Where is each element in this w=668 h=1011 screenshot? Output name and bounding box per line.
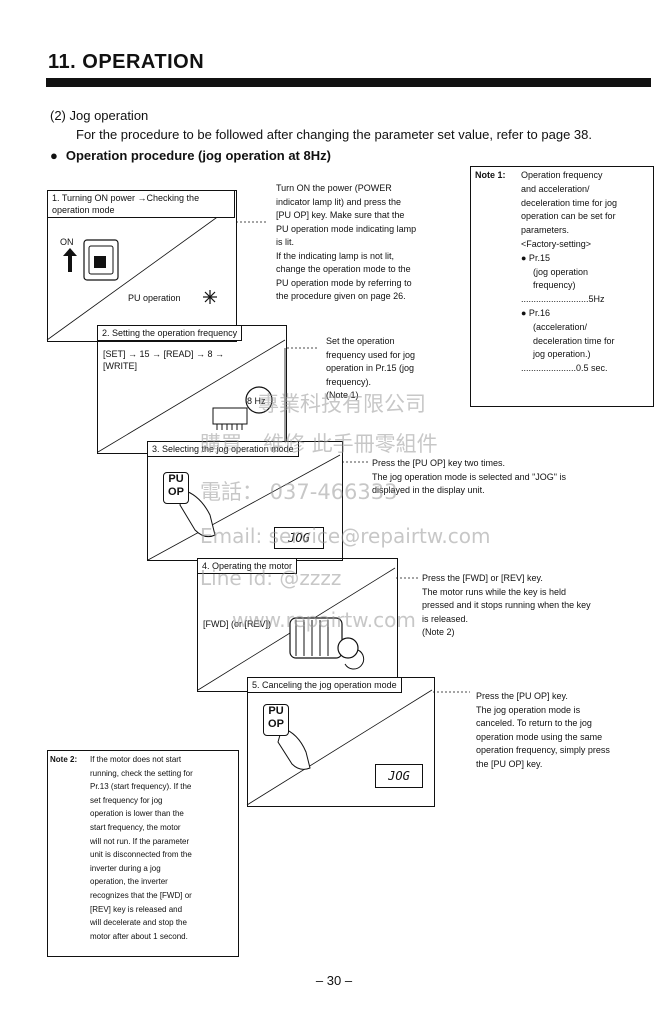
- watermark-line: Line id: @zzzz: [200, 566, 342, 590]
- on-label: ON: [60, 237, 74, 247]
- intro-text: For the procedure to be followed after c…: [76, 127, 592, 142]
- step-5-description: Press the [PU OP] key.The jog operation …: [476, 691, 610, 769]
- display-unit: JOG: [375, 764, 423, 788]
- step-2-keys: [SET] → 15 → [READ] → 8 →[WRITE]: [103, 349, 225, 371]
- bullet-icon: ●: [50, 148, 58, 163]
- watermark-line: Email: service@repairtw.com: [200, 524, 491, 548]
- step-3-label: 3. Selecting the jog operation mode: [148, 442, 299, 457]
- lamp-label: PU operation: [128, 293, 181, 303]
- fwd-rev-keys: [FWD] (or [REV]): [203, 619, 271, 629]
- frequency-dial-label: 8 Hz: [247, 396, 266, 406]
- note-2-title: Note 2:: [50, 755, 78, 764]
- step-1-box: 1. Turning ON power →Checking the operat…: [47, 190, 237, 342]
- watermark-line: www.repairtw.com: [232, 608, 416, 632]
- note-1-title: Note 1:: [475, 170, 506, 180]
- page-number: – 30 –: [315, 973, 353, 988]
- watermark-line: 專業科技有限公司: [258, 392, 426, 416]
- step-1-label: 1. Turning ON power →Checking the operat…: [48, 191, 235, 218]
- step-3-description: Press the [PU OP] key two times.The jog …: [372, 458, 566, 495]
- step-4-description: Press the [FWD] or [REV] key.The motor r…: [422, 573, 591, 637]
- display-unit: JOG: [274, 527, 324, 549]
- step-2-label: 2. Setting the operation frequency: [98, 326, 243, 341]
- step-5-label: 5. Canceling the jog operation mode: [248, 678, 402, 693]
- title-rule: [46, 78, 651, 87]
- watermark-line: 電話： 037-466333: [200, 480, 398, 504]
- watermark-line: 購買、維修 此手冊零組件: [200, 432, 438, 456]
- jog-heading: (2) Jog operation: [50, 108, 149, 123]
- step-4-label: 4. Operating the motor: [198, 559, 298, 574]
- page-title: 11. OPERATION: [48, 51, 205, 73]
- procedure-heading: ●Operation procedure (jog operation at 8…: [50, 148, 331, 163]
